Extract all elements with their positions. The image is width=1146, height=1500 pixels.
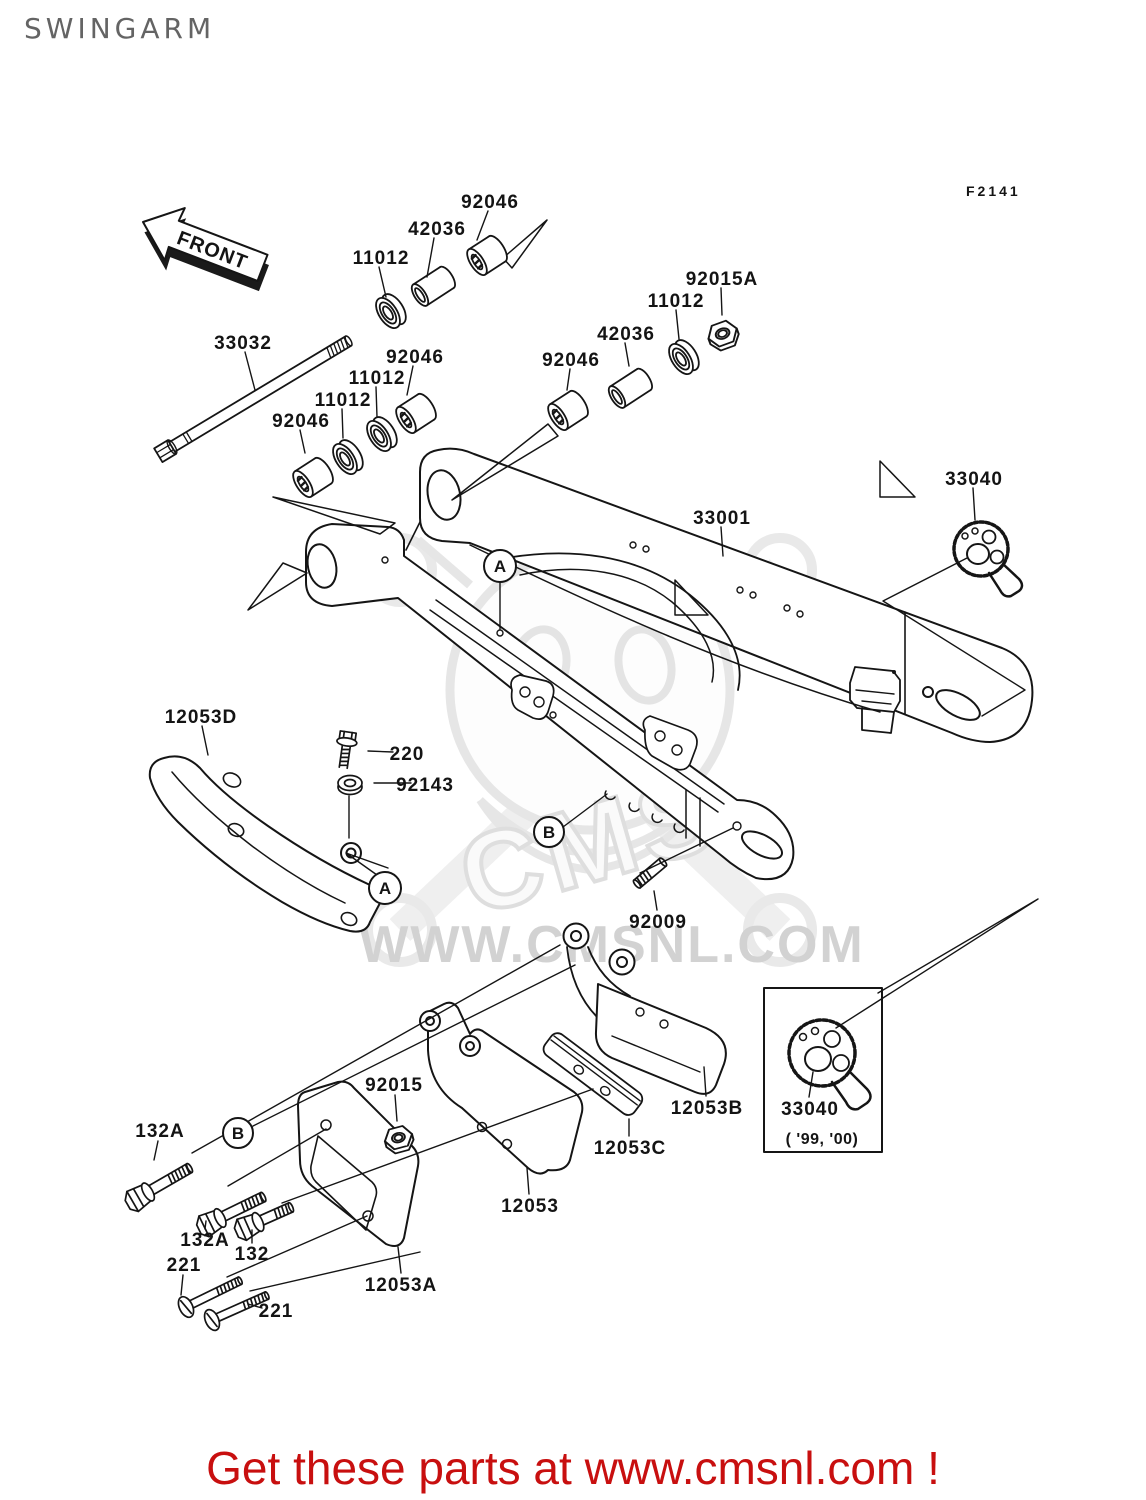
part-label-11012-top[interactable]: 11012 [353,248,410,269]
bearing-92046-mid-drawing [395,392,437,434]
part-label-221-2[interactable]: 221 [259,1301,294,1322]
washer-92143-drawing [337,774,363,796]
part-labels: A A B B 92046 42036 11012 92015A 11012 4… [135,192,1003,1322]
part-label-92046-left[interactable]: 92046 [272,411,330,432]
front-direction-arrow: FRONT [142,207,269,292]
part-label-92046-top[interactable]: 92046 [461,192,519,213]
nut-92015-drawing [383,1125,415,1155]
part-label-92015a[interactable]: 92015A [686,269,759,290]
sleeve-42036-drawing [410,265,456,307]
guard-pad-12053c-drawing [542,1032,644,1116]
screw-221-1-drawing [177,1276,244,1319]
guard-plate-12053-drawing [419,1001,584,1175]
part-label-12053d[interactable]: 12053D [165,707,238,728]
part-label-92046-right[interactable]: 92046 [542,350,600,371]
callout-letter-b1: B [543,823,555,842]
part-label-220[interactable]: 220 [390,744,425,765]
part-label-33040[interactable]: 33040 [945,469,1003,490]
cmsnl-promo-banner[interactable]: Get these parts at www.cmsnl.com ! [206,1442,940,1494]
seal-11012-right-drawing [668,339,700,375]
part-label-12053b[interactable]: 12053B [671,1098,744,1119]
part-label-92143[interactable]: 92143 [396,775,454,796]
part-label-92015[interactable]: 92015 [365,1075,423,1096]
part-label-33040-boxed[interactable]: 33040 [781,1099,839,1120]
bearing-92046-right-drawing [547,389,589,431]
part-label-132a-2[interactable]: 132A [180,1230,229,1251]
guard-bracket-12053b-drawing [562,922,727,1095]
callout-letter-b2: B [232,1124,244,1143]
part-label-221-1[interactable]: 221 [167,1255,202,1276]
part-label-11012-mid2[interactable]: 11012 [315,390,372,411]
adjuster-plate-33040-drawing [952,520,1024,598]
part-label-132[interactable]: 132 [235,1244,270,1265]
leader-lines [153,210,976,1309]
part-label-11012-right[interactable]: 11012 [648,291,705,312]
callout-circle-b2 [222,1117,254,1149]
axle-shaft-33032-drawing [153,335,353,463]
bearing-92046-lower-left-drawing [292,456,334,498]
callout-letter-a2: A [379,879,391,898]
part-label-42036-right[interactable]: 42036 [597,324,655,345]
guard-plate-12053a-drawing [297,1080,420,1247]
part-label-132a-1[interactable]: 132A [135,1121,184,1142]
grease-point-marker [496,629,504,637]
part-label-92009[interactable]: 92009 [629,912,687,933]
part-label-12053a[interactable]: 12053A [365,1275,438,1296]
part-label-11012-mid1[interactable]: 11012 [349,368,406,389]
chain-guide-12053d-drawing [148,755,382,933]
callout-circle-a1 [483,549,517,583]
assembly-lines [191,557,1039,1292]
part-label-92046-mid[interactable]: 92046 [386,347,444,368]
part-label-12053[interactable]: 12053 [501,1196,559,1217]
bolt-132-drawing [233,1201,295,1242]
callout-circle-b1 [533,816,565,848]
seal-11012-mid2-drawing [366,416,398,452]
bolt-132a-1-drawing [124,1162,194,1213]
figure-code: F2141 [966,183,1021,199]
callout-letter-a1: A [494,557,506,576]
callout-circle-a2 [368,871,402,905]
sleeve-42036-right-drawing [607,367,653,409]
seal-11012-drawing [375,293,407,329]
nut-92015a-drawing [707,319,740,352]
part-label-33040-years: ( '99, '00) [786,1131,859,1148]
boxed-33040-drawing [763,987,883,1153]
screw-221-2-drawing [203,1291,270,1332]
bolt-132a-2-drawing [195,1191,267,1238]
part-label-42036-top[interactable]: 42036 [408,219,466,240]
pointer-triangles [247,219,916,616]
seal-11012-mid1-drawing [332,439,364,475]
part-label-33001[interactable]: 33001 [693,508,751,529]
hole-marker [732,821,742,831]
bearing-92046-drawing [466,234,508,276]
part-label-12053c[interactable]: 12053C [594,1138,667,1159]
part-label-33032[interactable]: 33032 [214,333,272,354]
swingarm-33001-drawing [305,447,1034,880]
page-title: SWINGARM [24,12,216,45]
bolt-220-drawing [336,730,358,770]
